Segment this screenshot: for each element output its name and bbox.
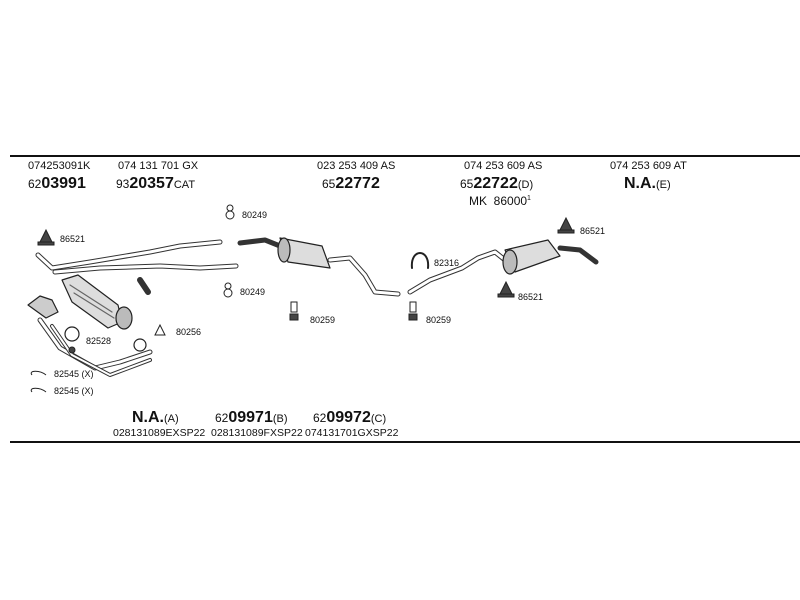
footer-part-number-1: N.A.(A): [132, 409, 179, 426]
part-label-80259-b: 80259: [426, 315, 452, 325]
part-label-82545-a: 82545 (X): [54, 369, 94, 379]
cat-outlet: [115, 306, 133, 330]
catalytic-converter: [61, 274, 123, 329]
footer-oem-3: 074131701GXSP22: [305, 427, 399, 439]
bottom-rule: [10, 441, 800, 443]
part-number-1: 6203991: [28, 175, 86, 192]
part-label-80249-mid: 80249: [240, 287, 266, 297]
ring-icon-80249-top: [226, 204, 234, 212]
hanger-icon-80259-a: [290, 301, 298, 313]
gasket-ring-2: [133, 338, 147, 352]
part-label-82528: 82528: [86, 336, 112, 346]
footer-oem-2: 028131089FXSP22: [211, 427, 303, 439]
oem-number-5: 074 253 609 AT: [610, 160, 687, 172]
clip-icon-82545-a: [30, 370, 47, 376]
part-number-5: N.A.(E): [624, 175, 671, 192]
ring-icon-80249-mid: [224, 282, 232, 290]
clip-icon-82545-b: [30, 387, 47, 393]
oem-number-1: 074253091K: [28, 160, 91, 172]
part-label-82545-b: 82545 (X): [54, 386, 94, 396]
part-label-80256: 80256: [176, 327, 202, 337]
manifold: [27, 295, 59, 319]
part-label-86521-right-bottom: 86521: [518, 292, 544, 302]
part-label-86521-left: 86521: [60, 234, 86, 244]
gasket-ring: [64, 326, 80, 342]
mk-reference: MK 860001: [469, 194, 531, 208]
part-label-80259-a: 80259: [310, 315, 336, 325]
part-label-80249-top: 80249: [242, 210, 268, 220]
mount-icon-86521-right-top: [559, 216, 573, 231]
mount-icon-80256: [154, 323, 166, 336]
mount-icon-86521-left: [39, 228, 53, 243]
footer-part-number-3: 6209972(C): [313, 409, 387, 426]
clamp: [410, 252, 430, 269]
top-rule: [10, 155, 800, 157]
part-label-82316: 82316: [434, 258, 460, 268]
oem-number-4: 074 253 609 AS: [464, 160, 543, 172]
hanger-icon-80259-b: [409, 301, 417, 313]
tail-pipe: [557, 245, 599, 265]
mount-icon-86521-right-bottom: [499, 280, 513, 295]
oem-number-3: 023 253 409 AS: [317, 160, 396, 172]
oem-number-2: 074 131 701 GX: [118, 160, 199, 172]
part-label-86521-right-top: 86521: [580, 226, 606, 236]
footer-part-number-2: 6209971(B): [215, 409, 288, 426]
footer-oem-1: 028131089EXSP22: [113, 427, 206, 439]
part-number-3: 6522772: [322, 175, 380, 192]
washer-icon-82528: [68, 346, 76, 354]
middle-pipe-inlet: [237, 237, 283, 249]
part-number-2: 9320357CAT: [116, 175, 196, 192]
part-number-4: 6522722(D): [460, 175, 534, 192]
pipe-bend: [137, 277, 151, 295]
